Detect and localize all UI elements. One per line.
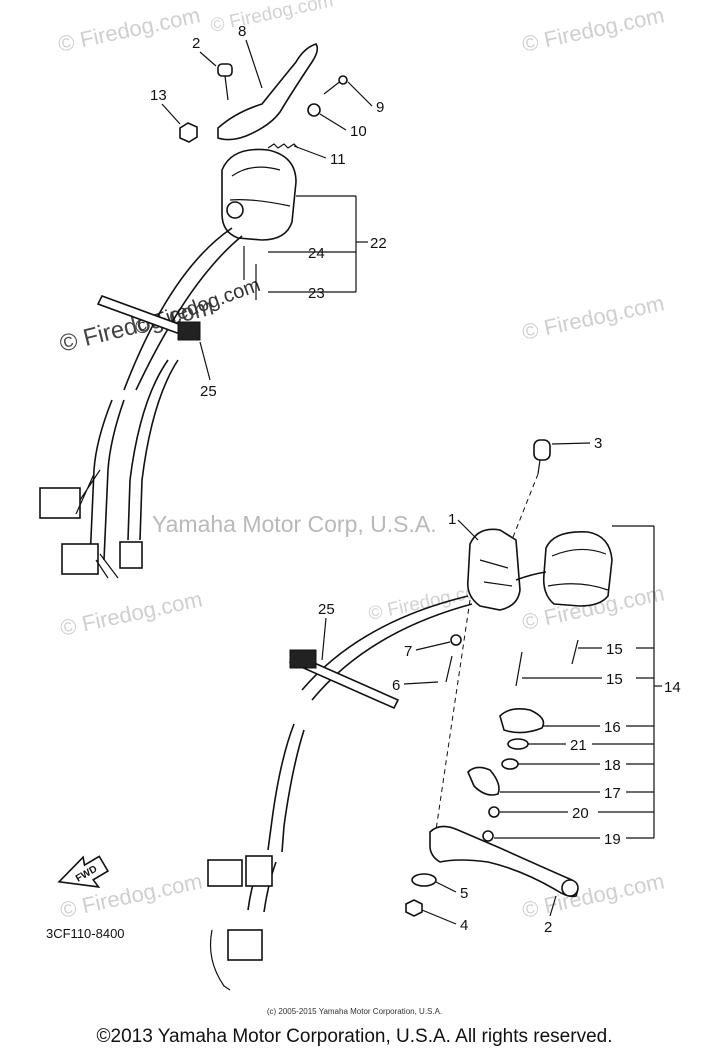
callout-label: 15	[606, 671, 623, 688]
connector	[119, 541, 143, 569]
lower-callouts: 3 1 25 7 6 15 15 14 16 21 18 17 20 19 5	[318, 435, 681, 936]
screw-19	[482, 830, 494, 842]
callout-label: 8	[238, 23, 246, 40]
screw-15	[571, 639, 579, 665]
watermark: © Firedog.com	[209, 0, 336, 37]
callout-label: 11	[330, 151, 346, 168]
watermark: © Firedog.com	[520, 290, 667, 345]
callout-label: 21	[570, 737, 587, 754]
fwd-arrow: FWD	[57, 855, 110, 889]
callout-label: 5	[460, 885, 468, 902]
connector	[207, 859, 243, 887]
callout-label: 24	[308, 245, 325, 262]
lever-8	[217, 43, 319, 141]
callout-label: 20	[572, 805, 589, 822]
callout-label: 15	[606, 641, 623, 658]
callout-label: 3	[594, 435, 602, 452]
callout-label: 2	[544, 919, 552, 936]
connector	[245, 855, 273, 887]
switch-housing-14	[542, 531, 613, 607]
callout-label: 9	[376, 99, 384, 116]
callout-label: 17	[604, 785, 621, 802]
screw-15	[515, 651, 523, 687]
part-20	[488, 806, 500, 818]
diagram-code: 3CF110-8400	[46, 926, 125, 941]
watermark: © Firedog.com	[58, 586, 205, 641]
bolt-2	[217, 63, 233, 77]
small-credit: (c) 2005-2015 Yamaha Motor Corporation, …	[266, 1007, 443, 1016]
callout-label: 19	[604, 831, 621, 848]
spring-11	[267, 143, 299, 149]
connector	[39, 487, 81, 519]
screw-6	[445, 655, 453, 683]
callout-label: 13	[150, 87, 167, 104]
callout-label: 1	[448, 511, 456, 528]
callout-label: 14	[664, 679, 681, 696]
nut-13	[179, 122, 198, 143]
callout-label: 6	[392, 677, 400, 694]
callout-label: 2	[192, 35, 200, 52]
screw-9	[338, 75, 348, 85]
washer-10	[307, 103, 321, 117]
connector	[61, 543, 99, 575]
upper-callouts: 2 8 13 9 10 11 24 22 23 25	[150, 23, 387, 400]
nut-4	[405, 899, 423, 917]
callout-label: 18	[604, 757, 621, 774]
callout-label: 7	[404, 643, 412, 660]
callout-label: 25	[318, 601, 335, 618]
washer-21	[507, 738, 529, 750]
watermark: © Firedog.com	[520, 2, 667, 57]
pin-5	[411, 873, 437, 887]
lever-bracket-1	[466, 528, 521, 611]
upper-switch-assembly	[39, 43, 368, 579]
part-17	[467, 766, 500, 796]
lower-switch-assembly	[207, 439, 662, 991]
callout-label: 23	[308, 285, 325, 302]
washer-18	[501, 758, 519, 770]
brake-lever-2	[429, 825, 579, 898]
bolt-3	[533, 439, 551, 461]
callout-label: 4	[460, 917, 468, 934]
connector	[227, 929, 263, 961]
callout-label: 25	[200, 383, 217, 400]
washer-7	[450, 634, 462, 646]
switch-housing-22	[221, 148, 297, 241]
center-watermark: Yamaha Motor Corp, U.S.A.	[152, 511, 437, 537]
callout-label: 22	[370, 235, 387, 252]
watermark: © Firedog.com	[56, 2, 203, 57]
part-16	[499, 708, 545, 734]
copyright-notice: ©2013 Yamaha Motor Corporation, U.S.A. A…	[96, 1026, 613, 1047]
callout-label: 16	[604, 719, 621, 736]
callout-label: 10	[350, 123, 367, 140]
